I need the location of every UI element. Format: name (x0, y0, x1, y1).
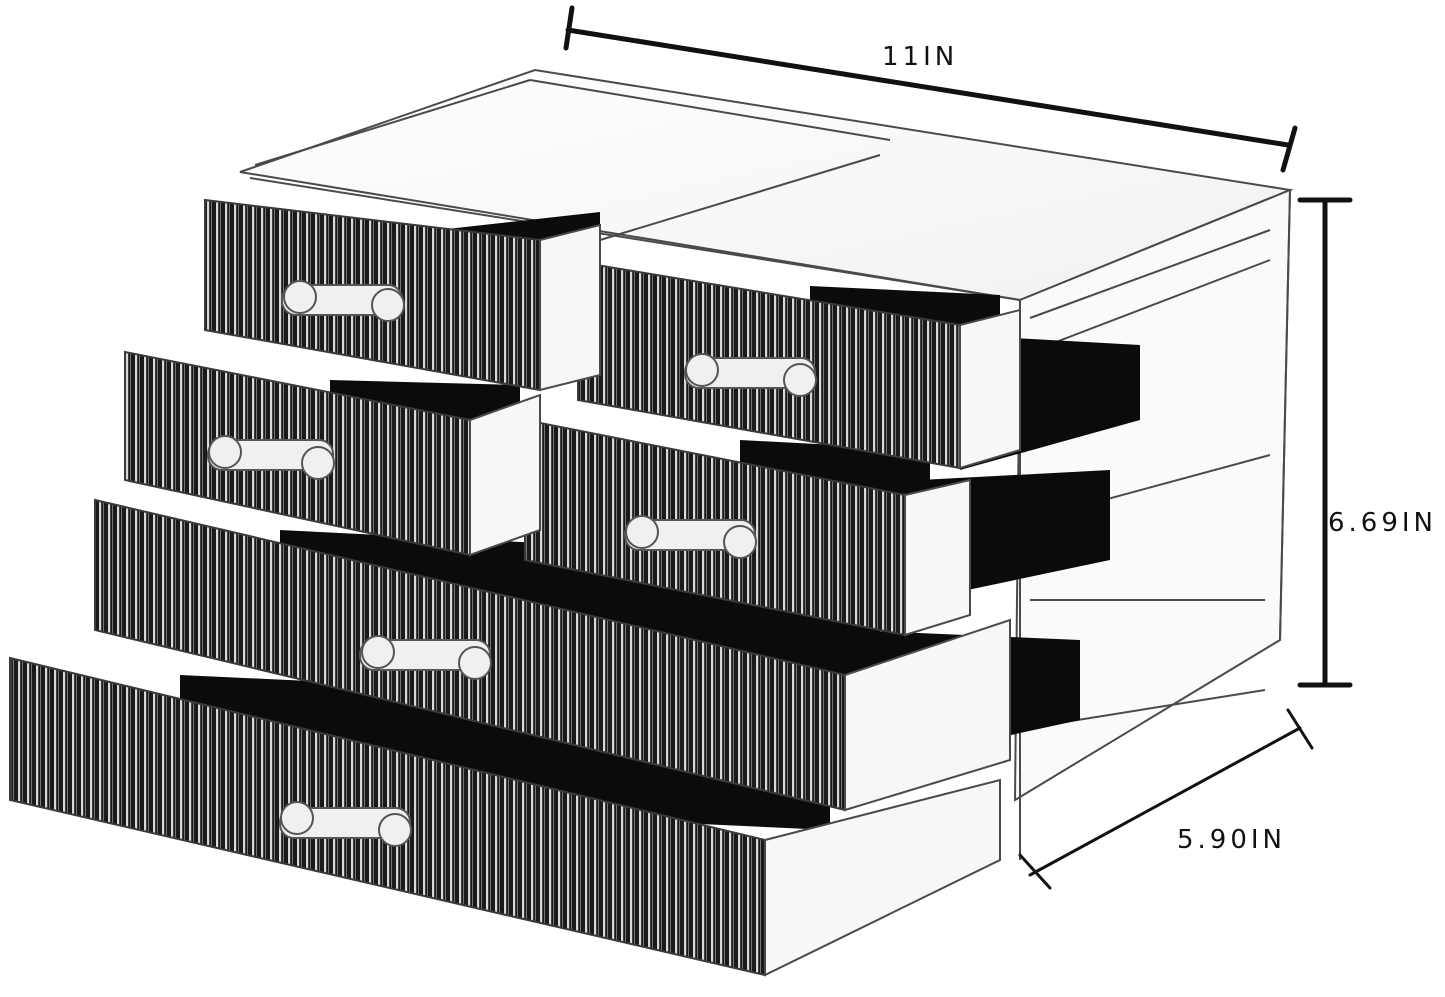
height-label: 6.69IN (1328, 508, 1438, 538)
height-dimension-line (1297, 197, 1353, 688)
drawer-sides (469, 223, 1021, 977)
knob-icon (279, 801, 412, 847)
width-dimension-line (563, 5, 1298, 173)
knob-icon (281, 280, 405, 322)
knob-icon (359, 635, 492, 680)
knob-icon (684, 353, 817, 397)
depth-dimension-line (1018, 708, 1314, 890)
knob-icon (624, 515, 757, 559)
depth-label: 5.90IN (1177, 825, 1287, 855)
crystal-knobs (207, 280, 817, 847)
knob-icon (207, 435, 335, 480)
width-label: 11IN (882, 42, 959, 72)
dimension-lines (563, 5, 1353, 890)
